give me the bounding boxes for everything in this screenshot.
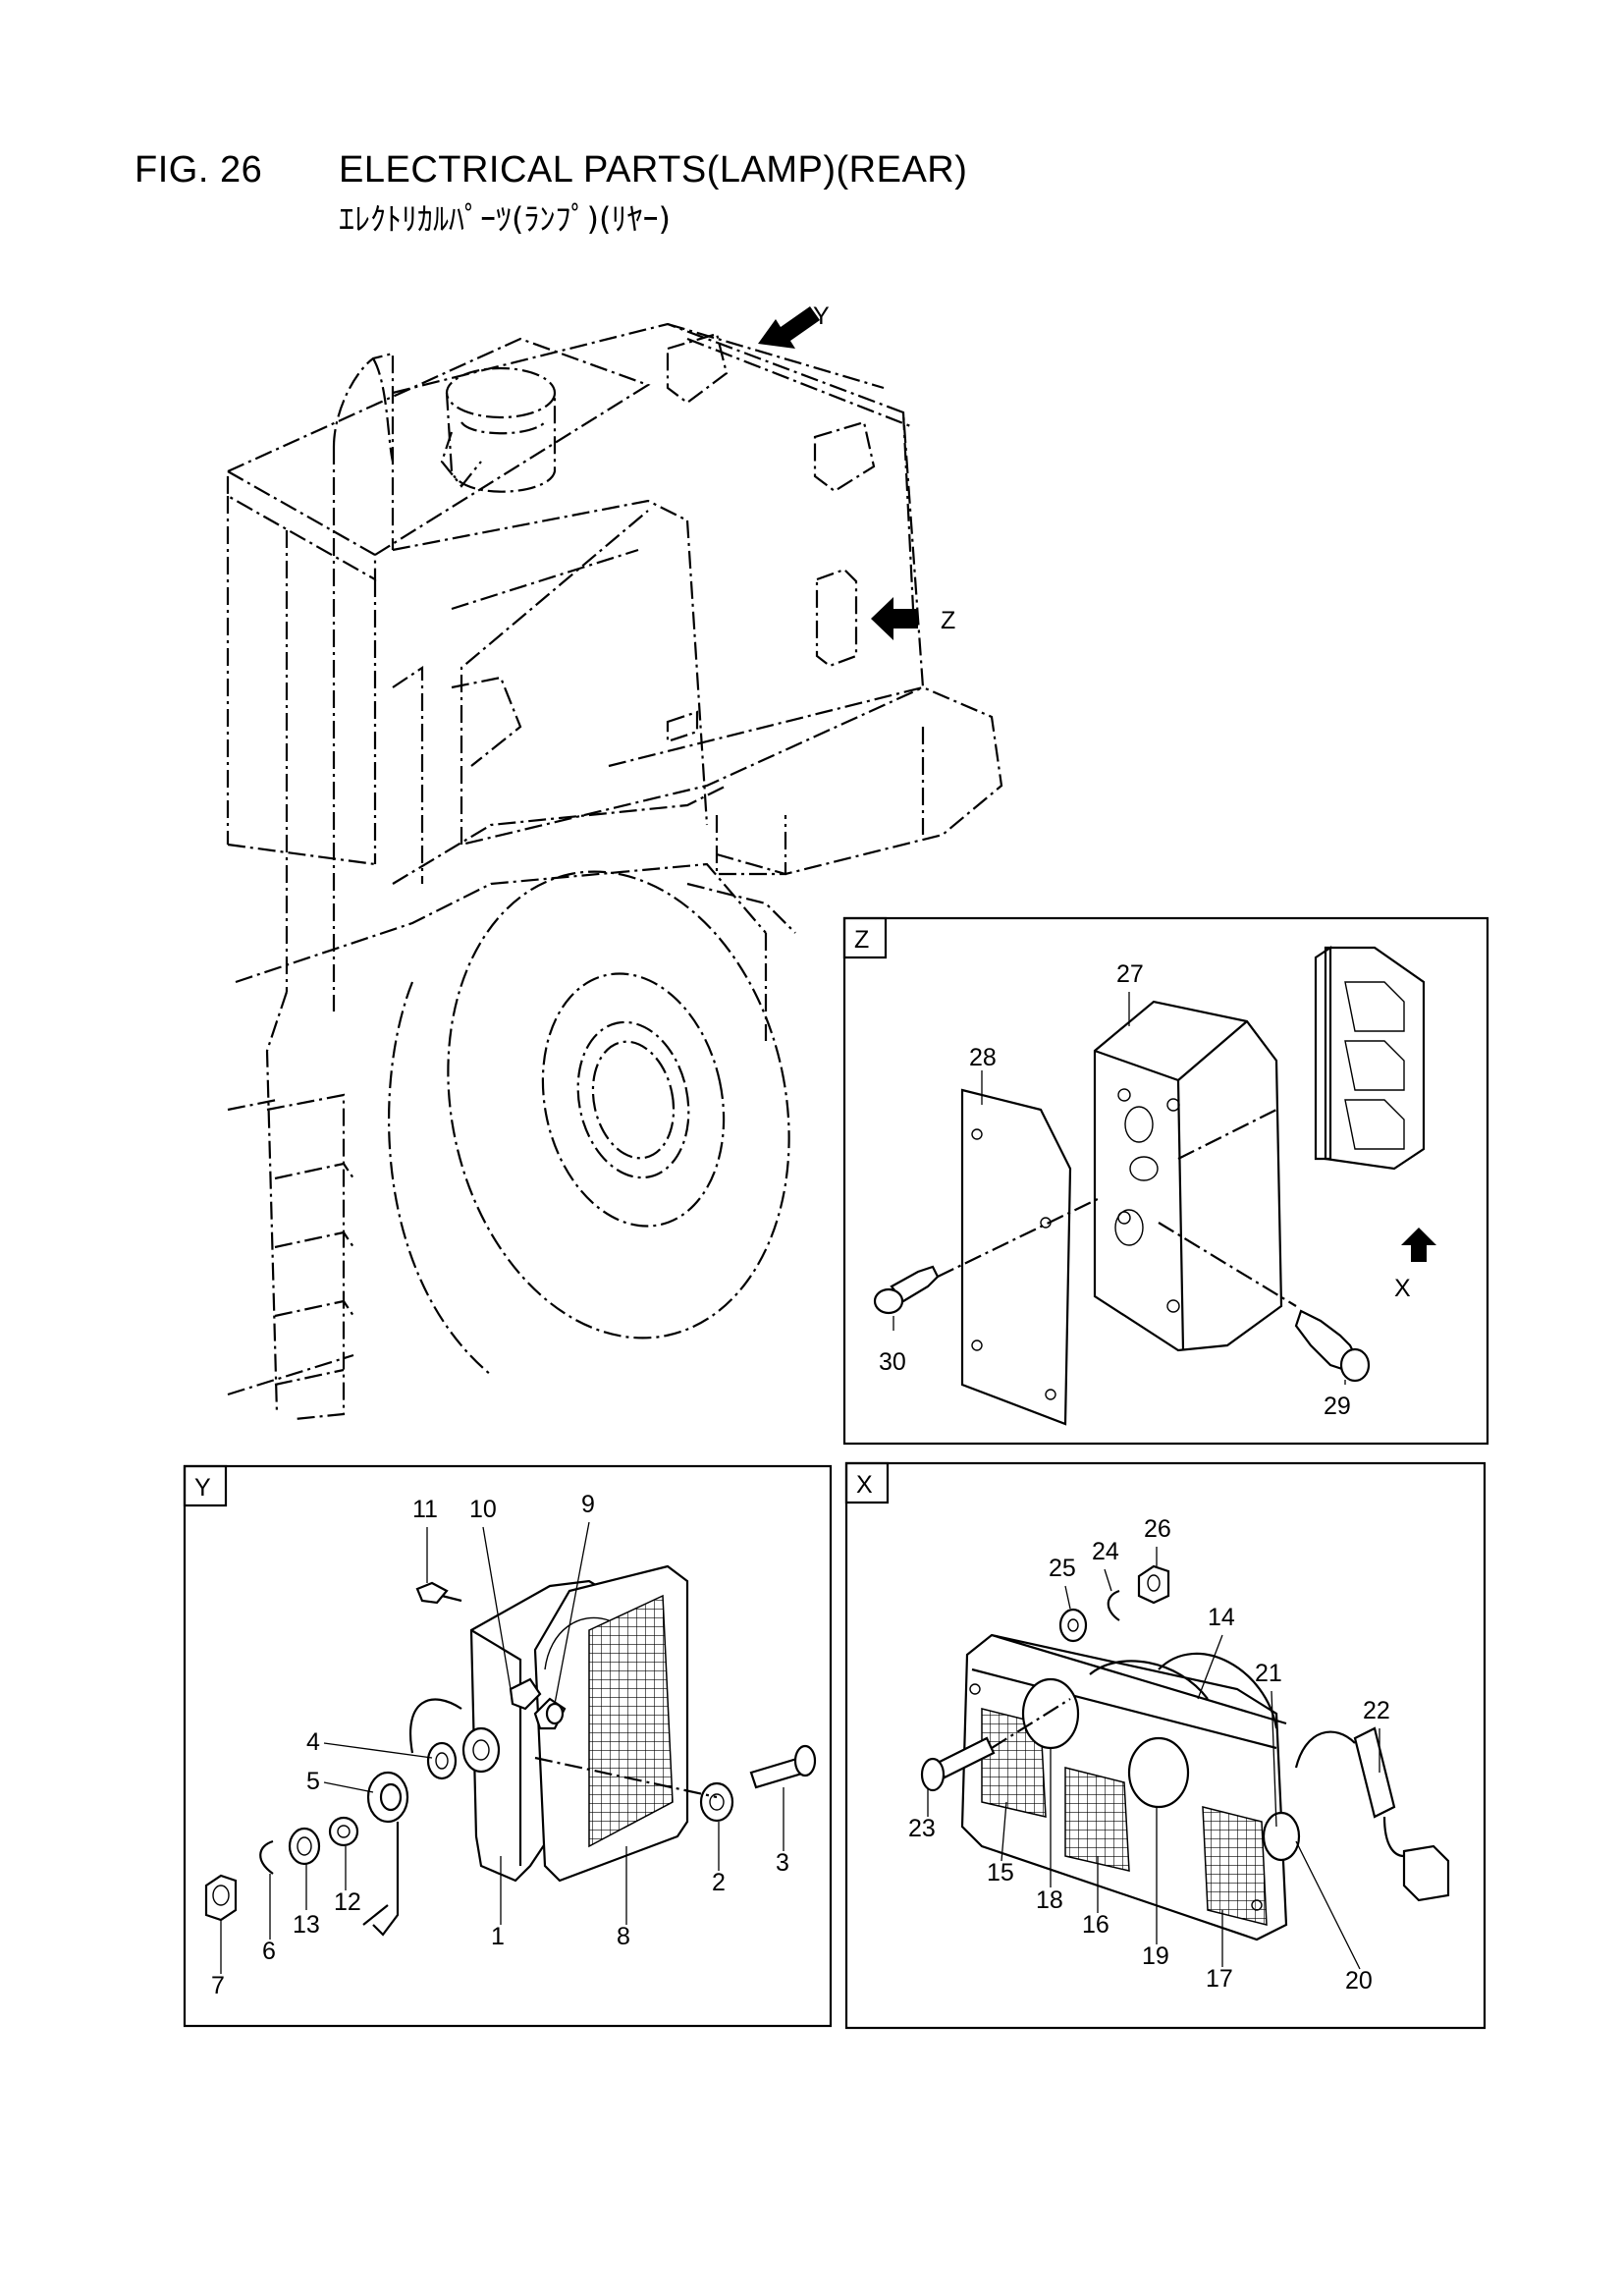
connector-22	[1402, 1844, 1450, 1902]
grommet-5	[366, 1771, 409, 1824]
washer-4	[426, 1741, 458, 1780]
washer-2	[699, 1781, 734, 1823]
svg-text:Y: Y	[813, 302, 830, 330]
part-23: 23	[908, 1815, 936, 1842]
washer-13	[288, 1827, 321, 1866]
socket-10	[509, 1677, 542, 1711]
bulb-18	[1021, 1677, 1080, 1750]
part-15: 15	[987, 1859, 1014, 1886]
part-12: 12	[334, 1888, 361, 1916]
figure-number: FIG. 26	[135, 149, 263, 191]
part-5: 5	[306, 1768, 320, 1795]
part-17: 17	[1206, 1965, 1233, 1993]
part-11: 11	[412, 1496, 438, 1523]
plate-28	[960, 1088, 1072, 1426]
snap-ring-6	[259, 1839, 274, 1875]
wire-harness-14-22	[1089, 1652, 1450, 1902]
rear-lamp-lens-8	[533, 1564, 689, 1883]
part-16: 16	[1082, 1911, 1109, 1939]
combination-lamp-body	[960, 1633, 1301, 1941]
view-arrow-x: X	[1394, 1228, 1436, 1302]
figure-title: ELECTRICAL PARTS(LAMP)(REAR)	[339, 149, 968, 191]
part-14: 14	[1208, 1604, 1235, 1631]
bolt-3	[749, 1744, 817, 1789]
part-27: 27	[1116, 960, 1144, 988]
panel-x: X	[844, 1461, 1487, 2030]
bolt-11	[415, 1581, 462, 1605]
part-18: 18	[1036, 1886, 1063, 1914]
screw-29	[1294, 1309, 1371, 1383]
panel-y: Y	[183, 1464, 833, 2028]
screw-30	[873, 1265, 940, 1315]
part-3: 3	[776, 1849, 789, 1877]
part-22: 22	[1363, 1697, 1390, 1724]
part-19: 19	[1142, 1942, 1169, 1970]
lamp-lens-assembly	[1314, 945, 1426, 1171]
part-24: 24	[1092, 1538, 1119, 1565]
part-8: 8	[617, 1923, 630, 1950]
part-29: 29	[1324, 1393, 1351, 1420]
washer-25	[1058, 1608, 1088, 1643]
part-7: 7	[211, 1972, 225, 1999]
bulb-9	[533, 1697, 567, 1730]
snap-ring-24	[1107, 1589, 1120, 1621]
part-28: 28	[969, 1044, 997, 1071]
part-30: 30	[879, 1348, 906, 1376]
part-13: 13	[293, 1911, 320, 1939]
nut-26	[1137, 1564, 1170, 1605]
machine-overview	[226, 322, 1003, 1421]
part-4: 4	[306, 1728, 320, 1756]
panel-x-label: X	[856, 1471, 873, 1499]
nut-7	[204, 1874, 238, 1922]
lamp-housing-27	[1093, 1000, 1283, 1352]
svg-text:X: X	[1394, 1275, 1411, 1302]
part-26: 26	[1144, 1515, 1171, 1543]
view-arrow-y: Y	[758, 302, 830, 349]
svg-text:Z: Z	[941, 607, 955, 634]
panel-z-label: Z	[854, 926, 869, 954]
part-21: 21	[1255, 1660, 1282, 1687]
part-25: 25	[1049, 1555, 1076, 1582]
screw-23	[920, 1736, 996, 1792]
lock-washer-12	[328, 1816, 359, 1847]
bulb-19	[1127, 1736, 1190, 1809]
part-20: 20	[1345, 1967, 1373, 1995]
panel-z: Z	[842, 916, 1489, 1446]
bulb-20	[1262, 1811, 1301, 1862]
part-1: 1	[491, 1923, 505, 1950]
part-9: 9	[581, 1491, 595, 1518]
figure-subtitle: ｴﾚｸﾄﾘｶﾙﾊﾟｰﾂ(ﾗﾝﾌﾟ)(ﾘﾔｰ)	[339, 200, 671, 238]
panel-y-label: Y	[194, 1474, 211, 1502]
part-2: 2	[712, 1869, 726, 1896]
part-10: 10	[469, 1496, 497, 1523]
part-6: 6	[262, 1938, 276, 1965]
view-arrow-z: Z	[871, 597, 955, 640]
